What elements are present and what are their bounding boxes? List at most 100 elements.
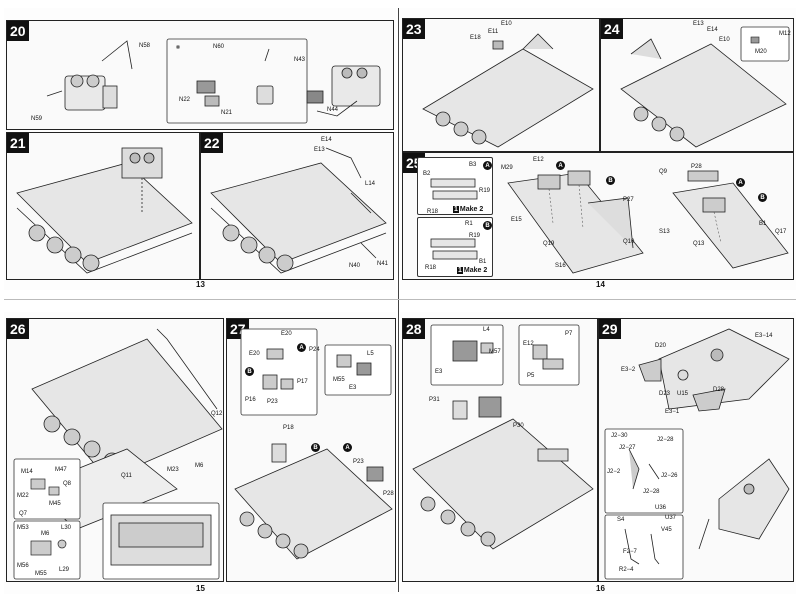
part-label: P30: [513, 423, 524, 429]
part-label: M47: [55, 467, 67, 473]
part-label: P5: [527, 373, 535, 379]
part-label: J2−26: [661, 473, 678, 479]
center-divider: [398, 8, 399, 592]
part-label: N40: [349, 263, 361, 269]
callout-a-badge: A: [297, 343, 306, 352]
part-label: N22: [179, 97, 191, 103]
hull-illustration: [422, 33, 594, 148]
part-label: U37: [665, 515, 677, 521]
part-label: R18: [425, 265, 437, 271]
hull-top-illustration: [234, 328, 393, 560]
part-label: E14: [707, 27, 718, 33]
callout-b-badge: B: [758, 193, 767, 202]
part-label: E3−1: [665, 409, 680, 415]
part-label: M55: [333, 377, 345, 383]
callout-a-badge: A: [483, 161, 492, 170]
part-label: N59: [31, 116, 43, 122]
part-label: M6: [41, 531, 50, 537]
part-label: E14: [321, 137, 332, 143]
page-number: 13: [196, 280, 205, 289]
part-label: R19: [479, 188, 491, 194]
part-label: E11: [488, 29, 499, 35]
step-number: 23: [403, 19, 425, 39]
part-label: J2−27: [619, 445, 636, 451]
part-label: P31: [429, 397, 440, 403]
part-label: B2: [423, 171, 431, 177]
part-label: Q10: [623, 239, 635, 245]
part-label: U36: [655, 505, 667, 511]
part-label: S16: [555, 263, 566, 269]
part-label: P28: [691, 164, 702, 170]
part-label: M12: [779, 31, 791, 37]
part-label: L5: [367, 351, 374, 357]
part-label: E3: [435, 369, 443, 375]
part-label: B1: [479, 259, 487, 265]
part-label: E3: [349, 385, 357, 391]
part-label: N58: [139, 43, 151, 49]
part-label: N60: [213, 44, 225, 50]
part-label: E12: [523, 341, 534, 347]
part-label: M14: [21, 469, 33, 475]
part-label: B3: [469, 162, 477, 168]
part-label: F2−7: [623, 549, 637, 555]
middle-divider: [4, 299, 796, 300]
part-label: E18: [470, 35, 481, 41]
step-20-panel: 20 N58 N59 N60 N22 N21 N43 N44: [6, 20, 394, 130]
part-label: N44: [327, 107, 339, 113]
hull-top-illustration: [412, 324, 594, 550]
part-label: V45: [661, 527, 672, 533]
part-label: N43: [294, 57, 306, 63]
part-label: E20: [281, 331, 292, 337]
part-label: J2−2: [607, 469, 621, 475]
step-27-panel: 27 A B B A E20 E20 P24 P17 P16 P23 L5 M5…: [226, 318, 396, 582]
step-28-panel: 28 L4 M57 E3 E12 P7 P5 P31 P30: [402, 318, 598, 582]
hull-illustration: [16, 147, 193, 274]
step-number: 29: [599, 319, 621, 339]
part-label: E3−14: [755, 333, 773, 339]
step-number: 22: [201, 133, 223, 153]
part-label: M53: [17, 525, 29, 531]
part-label: M45: [49, 501, 61, 507]
page-number: 15: [196, 584, 205, 593]
step-22-panel: 22 E14 E13 L14 N40 N41: [200, 132, 394, 280]
callout-a-badge: A: [343, 443, 352, 452]
part-label: R1: [465, 221, 473, 227]
make-text: Make 2: [459, 206, 484, 213]
part-label: J2−28: [657, 437, 674, 443]
part-label: Q17: [775, 229, 787, 235]
step-number: 28: [403, 319, 425, 339]
part-label: Q8: [63, 481, 72, 487]
step-29-panel: 29 E3−14 D20 E3−2 D23 U15 D28 E3−1 J2−30…: [598, 318, 794, 582]
step-21-panel: 21: [6, 132, 200, 280]
part-label: E10: [501, 21, 512, 27]
part-label: M29: [501, 165, 513, 171]
part-label: R2−4: [619, 567, 634, 573]
part-label: D23: [659, 391, 671, 397]
part-label: M55: [35, 571, 47, 577]
hull-illustration: [620, 26, 790, 148]
part-label: J2−28: [643, 489, 660, 495]
rear-plate-illustration: [604, 328, 790, 580]
part-label: M23: [167, 467, 179, 473]
step-26-panel: 26 Q12 Q11 M23 M6 M14 M47 Q8 M22 M45 Q7 …: [6, 318, 224, 582]
make-count-badge: 1: [457, 267, 463, 274]
part-label: E10: [719, 37, 730, 43]
part-label: L30: [61, 525, 72, 531]
part-label: M22: [17, 493, 29, 499]
step-number: 20: [7, 21, 29, 41]
page-number: 16: [596, 584, 605, 593]
page-number: 14: [596, 280, 605, 289]
callout-b-badge: B: [606, 176, 615, 185]
part-label: D20: [655, 343, 667, 349]
part-label: L4: [483, 327, 490, 333]
make-count-badge: 1: [453, 206, 459, 213]
part-label: L14: [365, 181, 376, 187]
part-label: E20: [249, 351, 260, 357]
part-label: P23: [267, 399, 278, 405]
part-label: N21: [221, 110, 233, 116]
part-label: M20: [755, 49, 767, 55]
part-label: J2−30: [611, 433, 628, 439]
